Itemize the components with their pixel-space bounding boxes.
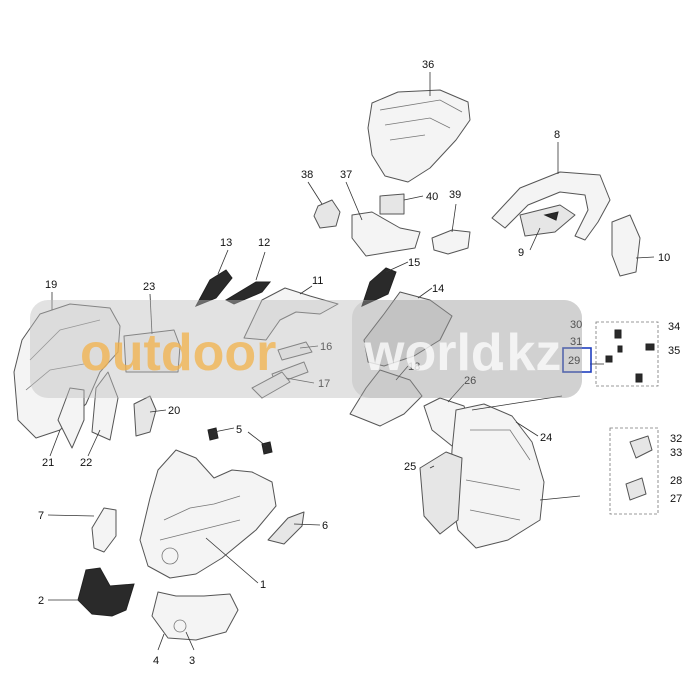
callout-7: 7 [38, 510, 44, 522]
callout-27: 27 [670, 493, 682, 505]
callout-13: 13 [220, 237, 232, 249]
part-10-deflector [611, 214, 641, 277]
callout-10: 10 [658, 252, 670, 264]
callout-20: 20 [168, 405, 180, 417]
callout-5: 5 [236, 424, 242, 436]
callout-38: 38 [301, 169, 313, 181]
watermark-text: outdoor world .kz [80, 324, 561, 382]
part-24-body-panel [449, 403, 545, 549]
callout-23: 23 [143, 281, 155, 293]
callout-40: 40 [426, 191, 438, 203]
hardware-group-27-33 [609, 427, 659, 515]
part-8-windshield-frame [491, 171, 611, 241]
highlight-box-29 [562, 347, 592, 373]
part-21-panel [57, 387, 85, 449]
callout-4: 4 [153, 655, 159, 667]
callout-30: 30 [570, 319, 582, 331]
callout-21: 21 [42, 457, 54, 469]
part-3-lower-panel [151, 591, 239, 641]
callout-22: 22 [80, 457, 92, 469]
callout-29: 29 [568, 355, 580, 367]
callout-34: 34 [668, 321, 680, 333]
callout-14: 14 [432, 283, 444, 295]
watermark-world: world [363, 324, 503, 382]
part-6-lens [267, 511, 305, 545]
callout-31: 31 [570, 336, 582, 348]
part-37-cover [351, 211, 421, 257]
part-39-cover [431, 229, 471, 255]
callout-35: 35 [668, 345, 680, 357]
watermark-domain: .kz [492, 324, 561, 382]
callout-24: 24 [540, 432, 552, 444]
callout-9: 9 [518, 247, 524, 259]
part-25-inner-panel [419, 451, 463, 535]
part-17-strip [251, 371, 291, 399]
callout-16: 16 [320, 341, 332, 353]
part-38-small-bracket [313, 199, 341, 229]
callout-19: 19 [45, 279, 57, 291]
callout-8: 8 [554, 129, 560, 141]
part-12-vent [224, 281, 272, 305]
callout-32: 32 [670, 433, 682, 445]
part-2-grille [77, 567, 135, 617]
part-1-front-hood [139, 449, 277, 579]
part-14-panel [363, 291, 453, 367]
callout-36: 36 [422, 59, 434, 71]
callout-3: 3 [189, 655, 195, 667]
part-36-headlight-housing [367, 89, 471, 183]
callout-25: 25 [404, 461, 416, 473]
hardware-group-30-35 [595, 321, 659, 387]
callout-39: 39 [449, 189, 461, 201]
callout-1: 1 [260, 579, 266, 591]
part-23-panel [123, 329, 181, 373]
callout-6: 6 [322, 520, 328, 532]
callout-2: 2 [38, 595, 44, 607]
callout-17: 17 [318, 378, 330, 390]
callout-12: 12 [258, 237, 270, 249]
callout-28: 28 [670, 475, 682, 487]
callout-15: 15 [408, 257, 420, 269]
part-5-clip-left [207, 427, 219, 441]
part-19-side-panel [13, 303, 121, 439]
callout-11: 11 [312, 275, 323, 287]
part-9-bracket [519, 204, 576, 237]
callout-37: 37 [340, 169, 352, 181]
part-22-panel [91, 371, 119, 441]
part-18-panel [349, 369, 423, 427]
watermark [30, 300, 582, 398]
part-11-frame [243, 287, 339, 341]
part-7-bracket [91, 507, 117, 553]
callout-18: 18 [408, 361, 420, 373]
callout-labels: 36 8 9 10 38 37 40 39 13 12 11 15 14 16 … [38, 59, 682, 667]
part-40-clip [379, 193, 405, 215]
part-13-vent [194, 269, 233, 307]
part-20-bracket [133, 395, 157, 437]
callout-26: 26 [464, 375, 476, 387]
watermark-band [30, 300, 582, 398]
leader-lines [47, 72, 655, 651]
callout-33: 33 [670, 447, 682, 459]
watermark-outdoor: outdoor [80, 324, 276, 382]
